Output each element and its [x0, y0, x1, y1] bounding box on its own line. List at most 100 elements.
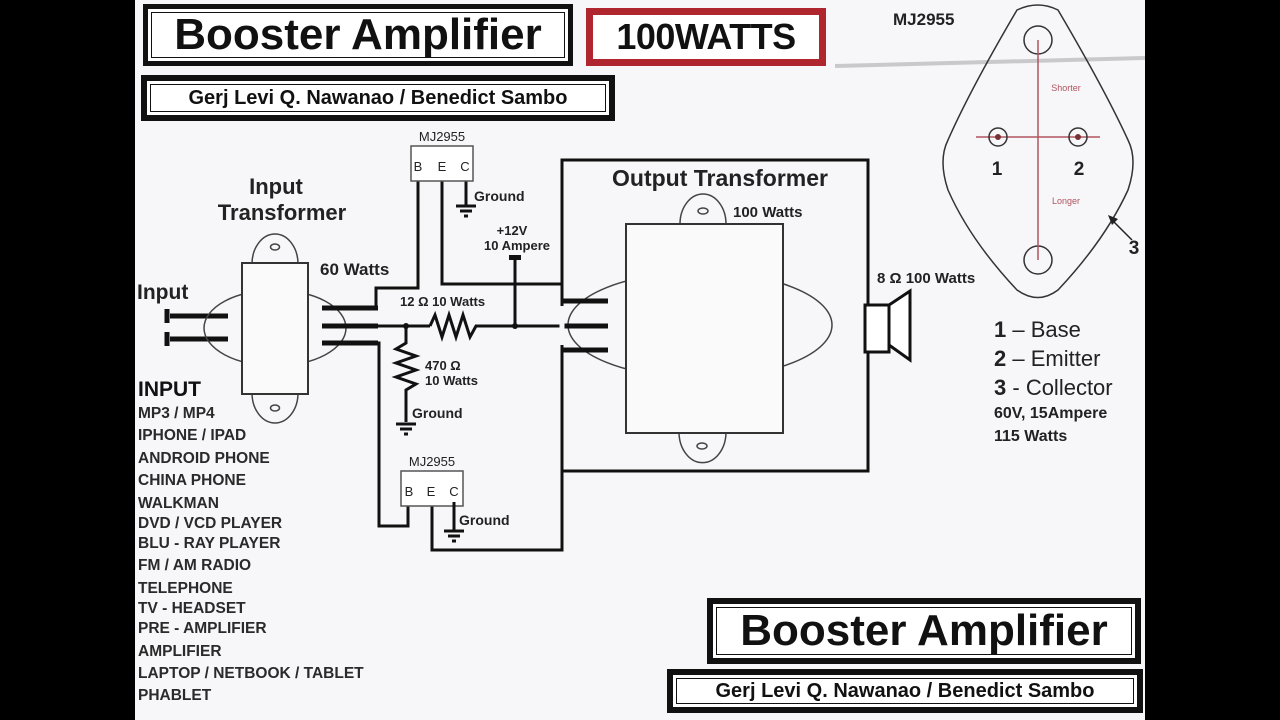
mount-hole-icon	[697, 207, 709, 215]
pin-base-label: B	[414, 159, 423, 174]
transistor-bottom-body	[400, 470, 464, 507]
supply-current-label: 10 Ampere	[484, 238, 550, 253]
collector-arrow-icon	[1111, 219, 1133, 241]
resistor-shunt-icon	[391, 326, 421, 422]
pinout-legend: 1 – Base 2 – Emitter 3 - Collector 60V, …	[994, 315, 1113, 448]
input-source-item: CHINA PHONE	[138, 472, 246, 490]
output-transformer-mount-bottom	[678, 431, 727, 464]
mount-hole-icon	[696, 442, 708, 450]
input-source-item: IPHONE / IPAD	[138, 427, 247, 445]
input-source-item: TELEPHONE	[138, 579, 233, 597]
legend-item-base: 1 – Base	[994, 317, 1081, 342]
authors-box-bottom: Gerj Levi Q. Nawanao / Benedict Sambo	[667, 669, 1143, 713]
to3-pinout-diagram	[942, 4, 1134, 299]
supply-voltage-label: +12V	[497, 223, 528, 238]
output-transformer-body	[625, 223, 784, 434]
legend-number: 1	[994, 317, 1007, 342]
circuit-wires	[374, 178, 600, 552]
arrow-head-icon	[1108, 215, 1118, 225]
input-source-item: AMPLIFIER	[138, 642, 222, 660]
input-transformer-body	[241, 262, 309, 395]
wire-top-base	[374, 178, 420, 308]
transistor-bottom-model: MJ2955	[409, 454, 455, 469]
pin-collector-label: C	[449, 484, 458, 499]
title-box-bottom: Booster Amplifier	[707, 598, 1141, 664]
pin-3-number: 3	[1129, 238, 1140, 259]
input-source-item: ANDROID PHONE	[138, 449, 270, 467]
transistor-top: MJ2955 B E C	[410, 129, 474, 182]
input-transformer-title-2: Transformer	[218, 200, 347, 225]
spec-voltage-current: 60V, 15Ampere	[994, 405, 1108, 422]
to3-package-outline	[942, 4, 1134, 299]
input-sources-heading: INPUT	[138, 378, 201, 401]
guide-label-longer: Longer	[1052, 196, 1080, 206]
input-source-item: PRE - AMPLIFIER	[138, 620, 267, 638]
output-transformer-leads	[560, 298, 608, 353]
input-jack	[164, 309, 228, 346]
input-sources-list: INPUT MP3 / MP4 IPHONE / IPAD ANDROID PH…	[138, 378, 364, 708]
legend-item-emitter: 2 – Emitter	[994, 346, 1101, 371]
input-transformer-mount-bottom	[251, 392, 299, 424]
output-transformer-rating: 100 Watts	[733, 204, 802, 221]
input-transformer-rating: 60 Watts	[320, 260, 389, 279]
legend-item-collector: 3 - Collector	[994, 375, 1113, 400]
pin-1-icon	[988, 127, 1008, 147]
junction-dot	[512, 323, 518, 329]
legend-number: 2	[994, 346, 1007, 371]
resistor-series-icon	[428, 310, 480, 342]
scan-streak	[834, 56, 1146, 68]
input-transformer-title-1: Input	[249, 174, 303, 199]
speaker-label: 8 Ω 100 Watts	[877, 270, 975, 287]
guide-label-shorter: Shorter	[1051, 83, 1081, 93]
power-badge: 100WATTS	[586, 8, 826, 66]
pin-2-number: 2	[1074, 159, 1085, 180]
wire-top-emitter	[440, 178, 562, 286]
ground-symbol-bottom	[444, 502, 464, 543]
pinout-model: MJ2955	[893, 10, 954, 29]
output-transformer	[567, 193, 833, 464]
wire-bottom-base	[376, 341, 410, 528]
output-transformer-title: Output Transformer	[612, 165, 828, 191]
legend-name: Emitter	[1030, 346, 1101, 371]
input-label: Input	[137, 281, 188, 304]
ground-symbol-top	[456, 178, 476, 218]
input-transformer-leads	[322, 305, 378, 346]
transistor-top-body	[410, 145, 474, 182]
resistor-shunt-value: 470 Ω	[425, 358, 461, 373]
input-source-item: TV - HEADSET	[138, 600, 246, 618]
authors-box-top: Gerj Levi Q. Nawanao / Benedict Sambo	[141, 75, 615, 121]
input-source-item: MP3 / MP4	[138, 405, 215, 422]
ground-label-top: Ground	[474, 188, 525, 204]
pin-collector-label: C	[460, 159, 469, 174]
transistor-top-model: MJ2955	[419, 129, 465, 144]
ground-symbol-shunt	[396, 422, 416, 436]
mount-hole-icon	[269, 404, 281, 412]
resistor-shunt-rating: 10 Watts	[425, 373, 478, 388]
transistor-bottom: MJ2955 B E C	[400, 454, 464, 507]
legend-name: Base	[1030, 317, 1081, 342]
spec-power: 115 Watts	[994, 428, 1068, 445]
input-source-item: BLU - RAY PLAYER	[138, 535, 281, 553]
pin-1-number: 1	[992, 159, 1003, 180]
resistor-series-label: 12 Ω 10 Watts	[400, 294, 485, 309]
supply-terminal-icon	[509, 255, 521, 260]
mount-hole-icon	[269, 243, 281, 251]
pin-2-dot	[1075, 134, 1081, 140]
input-source-item: FM / AM RADIO	[138, 557, 252, 575]
speaker-icon	[863, 288, 912, 363]
input-source-item: WALKMAN	[138, 494, 219, 512]
pin-emitter-label: E	[438, 159, 447, 174]
ground-label-shunt: Ground	[412, 405, 463, 421]
input-source-item: LAPTOP / NETBOOK / TABLET	[138, 665, 364, 683]
wire-bottom-emitter	[430, 468, 564, 552]
pin-1-dot	[995, 134, 1001, 140]
pin-emitter-label: E	[427, 484, 436, 499]
pin-2-icon	[1068, 127, 1088, 147]
legend-name: Collector	[1025, 375, 1113, 400]
junction-dot	[403, 323, 409, 329]
input-transformer-mount-top	[251, 233, 299, 265]
input-source-item: PHABLET	[138, 687, 212, 705]
ground-label-bottom: Ground	[459, 512, 510, 528]
pin-base-label: B	[405, 484, 414, 499]
